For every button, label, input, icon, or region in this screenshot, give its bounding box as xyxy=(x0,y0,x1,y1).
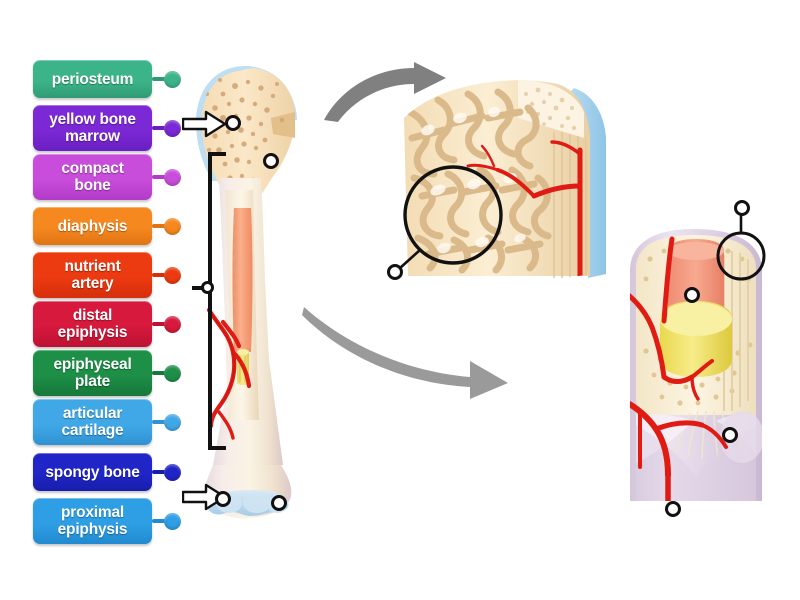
shaft-bracket xyxy=(192,152,226,450)
label-connector-stub-articular-cartilage xyxy=(152,420,170,424)
marker-periosteum-inset[interactable] xyxy=(722,427,738,443)
label-connector-dot-compact-bone[interactable] xyxy=(164,168,181,186)
label-connector-stub-distal-epiphysis xyxy=(152,322,170,326)
shaft-cross-section-inset xyxy=(630,213,766,501)
long-bone-illustration xyxy=(196,66,297,519)
label-chip-periosteum[interactable]: periosteum xyxy=(33,60,152,98)
guide-arrow-lower xyxy=(302,307,508,399)
marker-bone-head-interior[interactable] xyxy=(263,153,279,169)
label-connector-dot-yellow-bone-marrow[interactable] xyxy=(164,119,181,137)
label-chip-text: spongy bone xyxy=(45,463,140,481)
label-connector-dot-spongy-bone[interactable] xyxy=(164,463,181,481)
label-connector-stub-diaphysis xyxy=(152,224,170,228)
label-connector-dot-proximal-epiphysis[interactable] xyxy=(164,512,181,530)
label-connector-dot-distal-epiphysis[interactable] xyxy=(164,315,181,333)
label-connector-dot-epiphyseal-plate[interactable] xyxy=(164,364,181,382)
marker-bracket-shaft[interactable] xyxy=(201,281,214,294)
marker-shaft-inset-top[interactable] xyxy=(734,200,750,216)
label-connector-dot-articular-cartilage[interactable] xyxy=(164,413,181,431)
label-connector-dot-diaphysis[interactable] xyxy=(164,217,181,235)
marker-lower-arrow[interactable] xyxy=(215,491,231,507)
label-connector-stub-periosteum xyxy=(152,77,170,81)
label-chip-text: diaphysis xyxy=(57,217,128,235)
label-chip-text: periosteum xyxy=(51,70,134,88)
label-connector-dot-periosteum[interactable] xyxy=(164,70,181,88)
marker-lower-condyle[interactable] xyxy=(271,495,287,511)
spongy-bone-inset xyxy=(399,80,606,281)
guide-arrow-upper xyxy=(324,62,446,122)
marker-yellow-marrow-inset[interactable] xyxy=(684,287,700,303)
label-connector-stub-epiphyseal-plate xyxy=(152,371,170,375)
label-connector-dot-nutrient-artery[interactable] xyxy=(164,266,181,284)
label-chip-spongy-bone[interactable]: spongy bone xyxy=(33,453,152,491)
pointer-arrow-top xyxy=(182,110,227,138)
label-connector-stub-nutrient-artery xyxy=(152,273,170,277)
marker-spongy-inset[interactable] xyxy=(387,264,403,280)
label-connector-stub-compact-bone xyxy=(152,175,170,179)
label-connector-stub-yellow-bone-marrow xyxy=(152,126,170,130)
label-connector-stub-proximal-epiphysis xyxy=(152,519,170,523)
marker-artery-inset[interactable] xyxy=(665,501,681,517)
label-connector-stub-spongy-bone xyxy=(152,470,170,474)
label-chip-diaphysis[interactable]: diaphysis xyxy=(33,207,152,245)
marker-bone-head-arrow[interactable] xyxy=(225,115,241,131)
